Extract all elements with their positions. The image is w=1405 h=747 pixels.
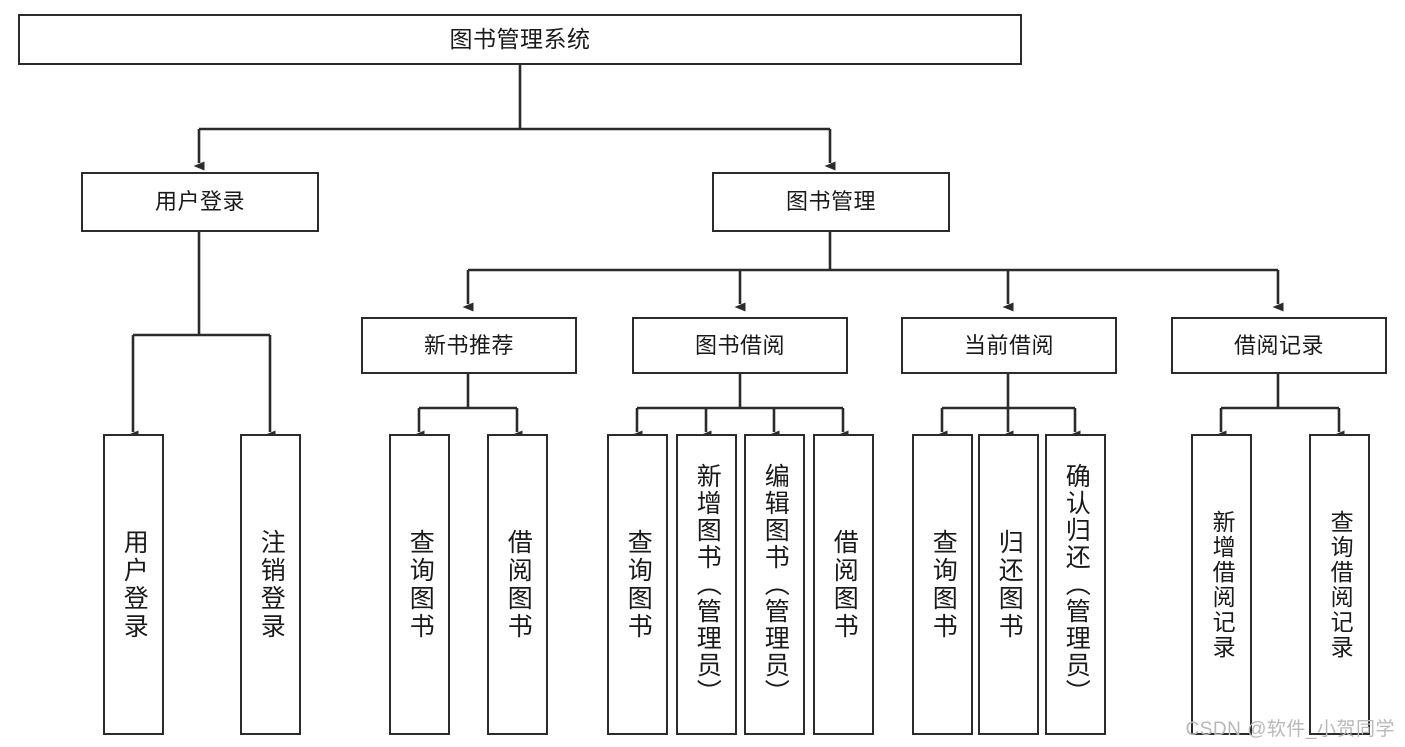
node-label: 查询图书 — [406, 528, 435, 641]
leaf-borrow-query-book[interactable]: 查询图书 — [607, 434, 668, 735]
leaf-borrow-edit-book-admin[interactable]: 编辑图书（管理员） — [744, 434, 805, 735]
leaf-recommend-borrow-book[interactable]: 借阅图书 — [487, 434, 548, 735]
node-label: 归还图书 — [995, 528, 1024, 641]
node-label: 当前借阅 — [963, 332, 1054, 358]
node-book-management[interactable]: 图书管理 — [712, 172, 950, 232]
leaf-current-return-book[interactable]: 归还图书 — [978, 434, 1039, 735]
node-label: 图书借阅 — [694, 332, 785, 358]
node-label: 用户登录 — [154, 189, 245, 215]
node-label: 查询图书 — [624, 528, 653, 641]
leaf-logout[interactable]: 注销登录 — [240, 434, 301, 735]
leaf-recommend-query-book[interactable]: 查询图书 — [389, 434, 450, 735]
leaf-record-query-borrow-record[interactable]: 查询借阅记录 — [1309, 434, 1370, 735]
node-label: 确认归还（管理员） — [1062, 463, 1091, 706]
node-label: 图书管理 — [785, 189, 876, 215]
leaf-borrow-add-book-admin[interactable]: 新增图书（管理员） — [676, 434, 737, 735]
node-label: 编辑图书（管理员） — [761, 463, 790, 706]
node-label: 借阅图书 — [830, 528, 859, 641]
leaf-user-login[interactable]: 用户登录 — [103, 434, 164, 735]
node-label: 图书管理系统 — [449, 26, 591, 53]
node-borrow-record[interactable]: 借阅记录 — [1171, 317, 1387, 374]
node-label: 用户登录 — [120, 528, 149, 641]
leaf-current-confirm-return-admin[interactable]: 确认归还（管理员） — [1045, 434, 1106, 735]
node-label: 借阅记录 — [1233, 332, 1324, 358]
node-label: 新增借阅记录 — [1209, 509, 1236, 660]
node-book-borrow[interactable]: 图书借阅 — [632, 317, 848, 374]
node-label: 借阅图书 — [504, 528, 533, 641]
leaf-record-add-borrow-record[interactable]: 新增借阅记录 — [1191, 434, 1252, 735]
node-label: 新增图书（管理员） — [693, 463, 722, 706]
node-current-borrow[interactable]: 当前借阅 — [901, 317, 1117, 374]
node-label: 注销登录 — [257, 528, 286, 641]
node-new-book-recommend[interactable]: 新书推荐 — [361, 317, 577, 374]
node-user-login[interactable]: 用户登录 — [81, 172, 319, 232]
leaf-current-query-book[interactable]: 查询图书 — [912, 434, 973, 735]
node-label: 查询借阅记录 — [1327, 509, 1354, 660]
leaf-borrow-lend-book[interactable]: 借阅图书 — [813, 434, 874, 735]
node-label: 查询图书 — [929, 528, 958, 641]
node-root-book-management-system[interactable]: 图书管理系统 — [18, 14, 1022, 65]
node-label: 新书推荐 — [423, 332, 514, 358]
